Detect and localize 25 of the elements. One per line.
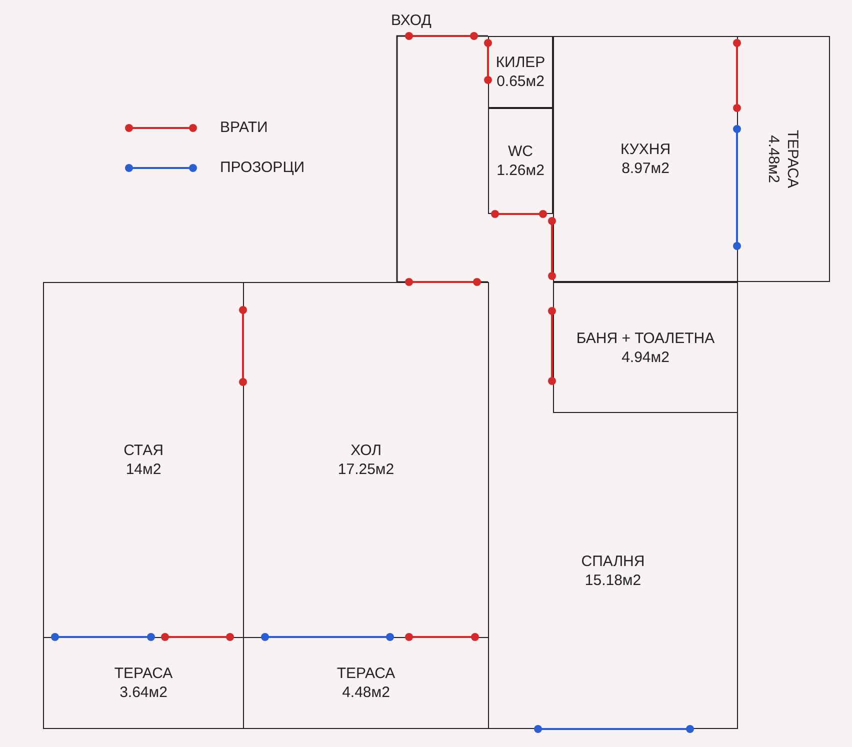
room-area: 8.97м2 [622,159,670,178]
entrance-label: ВХОД [391,12,432,29]
room-name: СПАЛНЯ [581,552,645,570]
room-area: 1.26м2 [496,161,544,180]
room-name: WC [508,142,533,161]
room-outline [553,282,738,413]
legend-label: ВРАТИ [220,119,268,136]
room-area: 4.48м2 [342,683,390,702]
room-name: БАНЯ + ТОАЛЕТНА [576,328,715,348]
room-name: ТЕРАСА [114,664,173,683]
room-area: 4.48м2 [764,135,784,183]
room-outline [488,413,738,729]
legend-label: ПРОЗОРЦИ [220,159,305,176]
room-name: ТЕРАСА [784,130,802,188]
room-area: 0.65м2 [496,72,544,91]
room-area: 15.18м2 [584,570,642,590]
room-area: 3.64м2 [120,683,168,702]
room-name: КУХНЯ [620,140,671,159]
room-name: СТАЯ [124,441,164,460]
room-name: ХОЛ [350,441,382,460]
room-area: 17.25м2 [338,460,394,479]
room-area: 4.94м2 [622,348,670,366]
room-area: 14м2 [126,460,162,479]
room-name: ТЕРАСА [336,664,396,683]
room-name: КИЛЕР [496,53,546,72]
